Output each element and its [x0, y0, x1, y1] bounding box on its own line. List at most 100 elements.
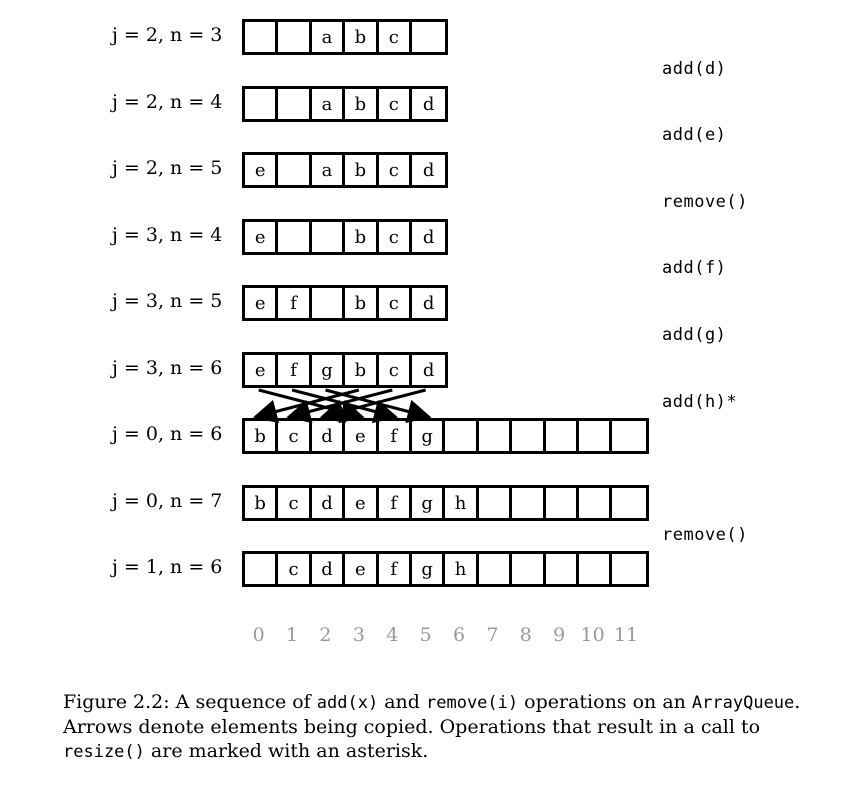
- array-cell: d: [422, 159, 435, 181]
- index-label: 7: [486, 624, 499, 646]
- array-cell: [546, 554, 579, 584]
- array-cell: b: [245, 488, 279, 518]
- array-cell: [245, 22, 279, 52]
- index-label: 11: [613, 624, 639, 646]
- array-cell: b: [345, 355, 379, 385]
- array-cell: [612, 554, 645, 584]
- array-cell: [479, 421, 513, 451]
- index-label: 1: [286, 624, 299, 646]
- array-cell: d: [422, 292, 435, 314]
- array-cell: [278, 222, 312, 252]
- array-cell: [245, 89, 279, 119]
- array-cell: f: [278, 288, 312, 318]
- row-label: j = 3, n = 5: [112, 290, 223, 312]
- copy-arrow: [325, 388, 432, 424]
- index-label: 4: [386, 624, 399, 646]
- index-label: 3: [352, 624, 365, 646]
- array-cell: a: [312, 89, 346, 119]
- array-cell: c: [278, 488, 312, 518]
- caption-code-remove: remove(i): [426, 693, 519, 713]
- array-cell: [579, 554, 613, 584]
- array-cell: c: [379, 89, 412, 119]
- array-cell: b: [345, 22, 379, 52]
- array-cell: d: [312, 421, 346, 451]
- array-cell: [512, 488, 546, 518]
- array-cell: g: [412, 488, 446, 518]
- array-cell: d: [422, 359, 435, 381]
- array-cell: c: [379, 155, 412, 185]
- caption-text-4: . Arrows denote elements being copied. O…: [63, 691, 801, 738]
- array-cell: c: [278, 421, 312, 451]
- array-cell: [512, 421, 546, 451]
- row-label: j = 0, n = 7: [112, 490, 223, 512]
- operation-label: add(d): [662, 59, 727, 79]
- operation-label: remove(): [662, 192, 748, 212]
- array-cell: c: [379, 222, 412, 252]
- caption-text-2: and: [378, 691, 426, 713]
- array-cell: c: [379, 355, 412, 385]
- index-label: 5: [419, 624, 432, 646]
- array-cell: [479, 554, 513, 584]
- array-cell: [278, 155, 312, 185]
- array-cell: b: [345, 89, 379, 119]
- array-cell: b: [245, 421, 279, 451]
- array-cell: f: [379, 554, 412, 584]
- array-cell: f: [379, 421, 412, 451]
- array-cell: e: [345, 421, 379, 451]
- array-cell: [579, 488, 613, 518]
- array-cell: [546, 421, 579, 451]
- array-cell: [612, 421, 645, 451]
- array-cell: d: [422, 226, 435, 248]
- caption-text-3: operations on an: [518, 691, 692, 713]
- array-cell: d: [312, 554, 346, 584]
- array-cell: [278, 89, 312, 119]
- array-cell: [278, 22, 312, 52]
- array-cell: e: [245, 155, 279, 185]
- operation-label: add(e): [662, 125, 727, 145]
- index-label: 0: [252, 624, 265, 646]
- array-cell: a: [312, 22, 346, 52]
- array-cell: e: [245, 288, 279, 318]
- array-cell: f: [379, 488, 412, 518]
- row-label: j = 2, n = 3: [112, 24, 223, 46]
- index-label: 10: [580, 624, 605, 646]
- array-cell: e: [345, 554, 379, 584]
- array-cell: h: [445, 488, 479, 518]
- operation-label: add(g): [662, 325, 727, 345]
- index-label: 8: [519, 624, 532, 646]
- array-cell: e: [245, 355, 279, 385]
- operation-label: remove(): [662, 525, 748, 545]
- caption-code-resize: resize(): [63, 742, 145, 762]
- array-cell: [479, 488, 513, 518]
- row-label: j = 0, n = 6: [112, 423, 223, 445]
- array-cell: f: [278, 355, 312, 385]
- array-cell: a: [312, 155, 346, 185]
- array-cell: [546, 488, 579, 518]
- caption-text-5: are marked with an asterisk.: [144, 740, 429, 762]
- array-cell: e: [245, 222, 279, 252]
- caption-code-add: add(x): [316, 693, 379, 713]
- array-cell: [579, 421, 613, 451]
- caption-text-1: Figure 2.2: A sequence of: [63, 691, 317, 713]
- array-cell: [512, 554, 546, 584]
- row-label: j = 3, n = 4: [112, 224, 223, 246]
- array-cell: c: [379, 288, 412, 318]
- array-cell: h: [445, 554, 479, 584]
- array-cell: c: [278, 554, 312, 584]
- row-label: j = 1, n = 6: [112, 556, 223, 578]
- index-label: 6: [452, 624, 466, 646]
- array-cell: b: [345, 288, 379, 318]
- row-label: j = 3, n = 6: [112, 357, 223, 379]
- array-cell: [412, 22, 445, 52]
- array-cell: [312, 222, 346, 252]
- index-label: 2: [319, 624, 332, 646]
- copy-arrow: [291, 388, 399, 424]
